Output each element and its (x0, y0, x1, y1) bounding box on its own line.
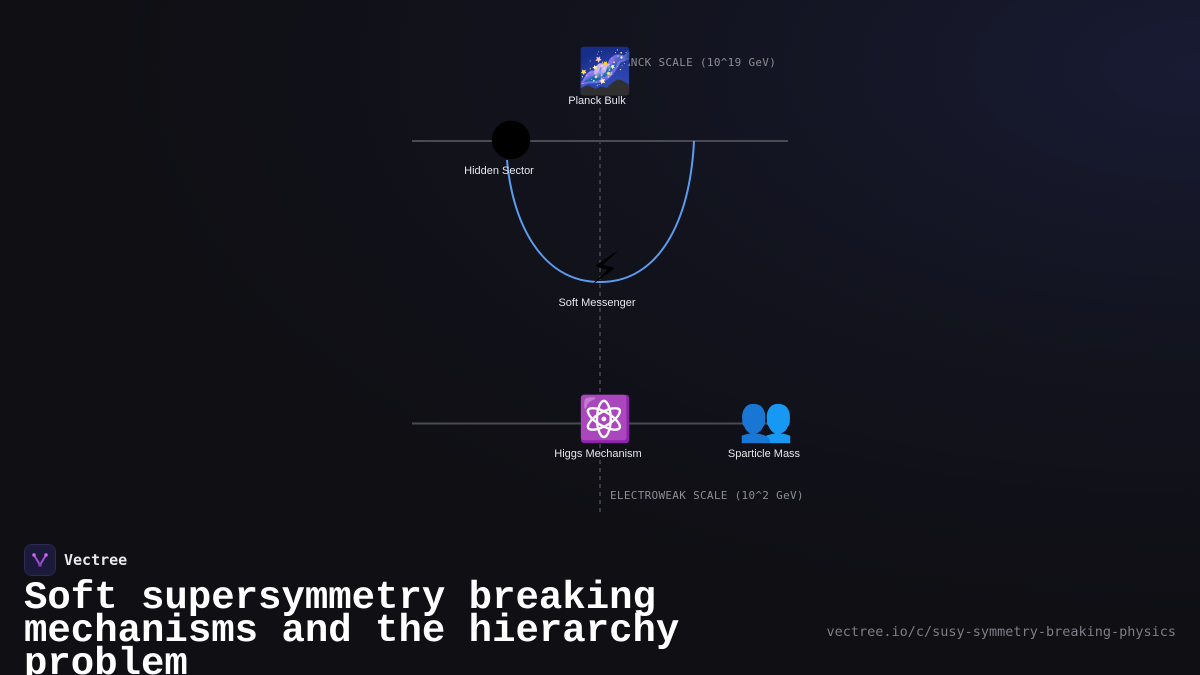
vectree-logo-icon (24, 544, 56, 576)
electroweak-scale-label: ELECTROWEAK SCALE (10^2 GeV) (610, 489, 804, 502)
node-sparticle-mass: 👥 Sparticle Mass (728, 394, 801, 460)
node-label: Planck Bulk (568, 95, 626, 107)
atom-icon: ⚛️ (578, 394, 633, 445)
node-label: Soft Messenger (558, 297, 635, 309)
node-label: Higgs Mechanism (554, 448, 641, 460)
source-url[interactable]: vectree.io/c/susy-symmetry-breaking-phys… (826, 624, 1177, 640)
node-planck-bulk: 🌌 Planck Bulk (568, 46, 632, 107)
node-hidden-sector: 🌑 Hidden Sector (464, 116, 534, 177)
planck-scale-label: PLANCK SCALE (10^19 GeV) (610, 56, 776, 69)
node-label: Sparticle Mass (728, 448, 801, 460)
page-title: Soft supersymmetry breaking mechanisms a… (24, 576, 680, 675)
node-higgs-mechanism: ⚛️ Higgs Mechanism (554, 394, 641, 460)
people-icon: 👥 (739, 394, 794, 445)
brand-name: Vectree (64, 551, 128, 569)
brand: Vectree (24, 544, 127, 576)
node-soft-messenger: ⚡ Soft Messenger (558, 244, 635, 309)
lightning-icon: ⚡ (590, 244, 621, 295)
messenger-curve (506, 140, 695, 284)
new-moon-icon: 🌑 (488, 116, 534, 167)
milky-way-icon: 🌌 (578, 46, 633, 97)
node-label: Hidden Sector (464, 165, 534, 177)
